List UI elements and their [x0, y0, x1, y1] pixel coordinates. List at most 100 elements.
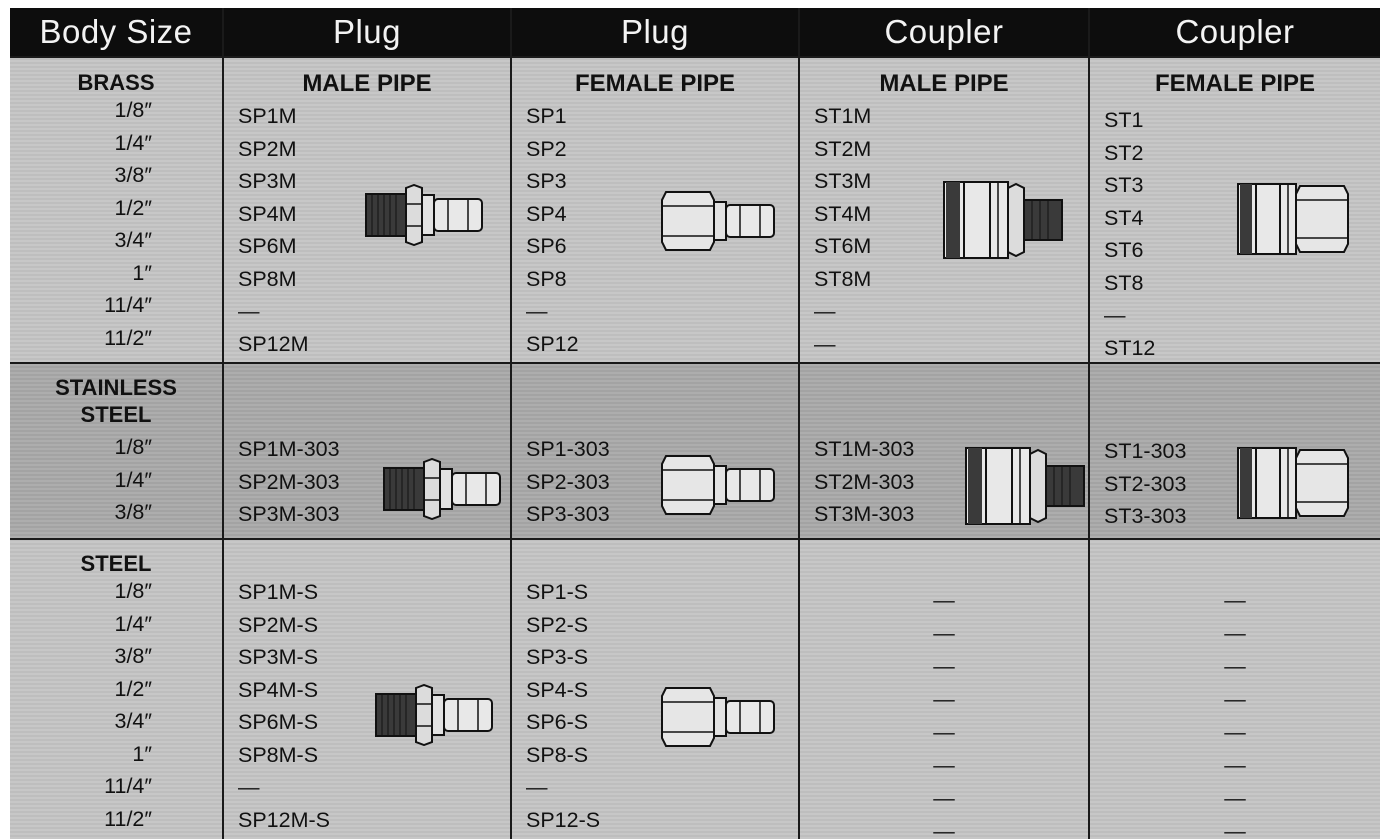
part-number: — — [933, 753, 955, 777]
steel-size-list: 1/8″ 1/4″ 3/8″ 1/2″ 3/4″ 1″ 11/4″ 11/2″ — [10, 575, 152, 835]
brass-size-list: 1/8″ 1/4″ 3/8″ 1/2″ 3/4″ 1″ 11/4″ 11/2″ — [10, 94, 152, 354]
part-number: — — [933, 621, 955, 645]
part-number: — — [933, 786, 955, 810]
brass-plug-female-parts: SP1 SP2 SP3 SP4 SP6 SP8 — SP12 — [526, 100, 579, 360]
steel-material-label: STEEL — [80, 551, 152, 576]
header-coupler-male-label: Coupler — [884, 13, 1004, 50]
steel-plug-male-parts: SP1M-S SP2M-S SP3M-S SP4M-S SP6M-S SP8M-… — [238, 576, 330, 836]
part-number: ST1M — [814, 104, 872, 128]
male-plug-icon — [365, 184, 483, 246]
stainless-coupler-male-cell: ST1M-303 ST2M-303 ST3M-303 — [800, 364, 1088, 538]
brass-plug-female-cell: FEMALE PIPE SP1 SP2 SP3 SP4 SP6 SP8 — SP… — [512, 58, 798, 362]
size-value: 1″ — [132, 741, 152, 766]
part-number: — — [1104, 303, 1126, 327]
brass-plug-male-parts: SP1M SP2M SP3M SP4M SP6M SP8M — SP12M — [238, 100, 309, 360]
part-number: — — [933, 687, 955, 711]
steel-coupler-female-cell: — — — — — — — — — [1090, 540, 1380, 839]
part-number: SP12M-S — [238, 807, 331, 832]
part-number: — — [814, 331, 836, 356]
female-coupler-icon — [1237, 183, 1349, 255]
part-number: ST3 — [1104, 173, 1144, 197]
size-value: 11/2″ — [104, 325, 152, 350]
part-number: — — [238, 775, 260, 799]
part-number: SP6 — [526, 234, 567, 258]
part-number: SP6M-S — [238, 710, 319, 734]
part-number: SP1M-S — [238, 580, 319, 604]
header-coupler-male: Coupler — [800, 8, 1088, 56]
part-number: ST1-303 — [1104, 439, 1187, 463]
size-value: 3/8″ — [114, 644, 153, 668]
header-body-size: Body Size — [10, 8, 222, 56]
part-number: — — [814, 299, 836, 323]
size-value: 1/2″ — [114, 195, 153, 220]
part-number: ST4M — [814, 201, 872, 226]
size-value: 11/2″ — [104, 806, 152, 831]
stainless-coupler-female-cell: ST1-303 ST2-303 ST3-303 — [1090, 364, 1380, 538]
part-number: — — [1224, 720, 1246, 744]
part-number: SP3M-303 — [238, 502, 340, 526]
female-plug-icon — [661, 455, 775, 515]
size-value: 3/4″ — [114, 709, 153, 733]
header-plug-female-label: Plug — [620, 13, 690, 50]
steel-coupler-female-parts: — — — — — — — — — [1090, 584, 1380, 839]
part-number: ST2 — [1104, 140, 1144, 165]
subheader-male-pipe: MALE PIPE — [879, 70, 1009, 97]
part-number: SP12 — [526, 331, 579, 356]
size-value: 1/4″ — [114, 467, 153, 492]
part-number: SP3M — [238, 169, 297, 193]
steel-size-cell: STEEL 1/8″ 1/4″ 3/8″ 1/2″ 3/4″ 1″ 11/4″ … — [10, 540, 222, 839]
header-plug-male: Plug — [224, 8, 510, 56]
size-value: 1/4″ — [114, 611, 153, 636]
size-value: 11/4″ — [104, 774, 152, 798]
female-plug-icon — [661, 687, 775, 747]
part-number: SP2M-303 — [238, 469, 340, 494]
part-number: SP1M-303 — [238, 437, 340, 461]
part-number: SP4 — [526, 201, 567, 226]
stainless-plug-female-parts: SP1-303 SP2-303 SP3-303 — [526, 433, 610, 531]
steel-plug-female-cell: SP1-S SP2-S SP3-S SP4-S SP6-S SP8-S — SP… — [512, 540, 798, 839]
part-number: SP4M-S — [238, 677, 319, 702]
part-number: ST3M — [814, 169, 872, 193]
part-number: ST2M-303 — [814, 469, 915, 494]
brass-coupler-male-parts: ST1M ST2M ST3M ST4M ST6M ST8M — — — [814, 100, 871, 360]
part-number: ST2M — [814, 136, 872, 161]
part-number: — — [526, 299, 548, 323]
part-number: ST12 — [1104, 335, 1156, 360]
part-number: SP12-S — [526, 807, 601, 832]
brass-coupler-female-cell: FEMALE PIPE ST1 ST2 ST3 ST4 ST6 ST8 — ST… — [1090, 58, 1380, 362]
steel-coupler-male-cell: — — — — — — — — — [800, 540, 1088, 839]
part-number: SP2 — [526, 136, 567, 161]
stainless-size-cell: STAINLESS STEEL 1/8″ 1/4″ 3/8″ — [10, 364, 222, 538]
part-number: — — [526, 775, 548, 799]
stainless-coupler-female-parts: ST1-303 ST2-303 ST3-303 — [1104, 435, 1186, 533]
part-number: ST8M — [814, 266, 872, 291]
part-number: SP3-303 — [526, 502, 610, 526]
steel-plug-male-cell: SP1M-S SP2M-S SP3M-S SP4M-S SP6M-S SP8M-… — [224, 540, 510, 839]
part-number: ST1M-303 — [814, 437, 915, 461]
header-plug-male-label: Plug — [332, 13, 402, 50]
size-value: 1/8″ — [114, 579, 153, 603]
stainless-plug-female-cell: SP1-303 SP2-303 SP3-303 — [512, 364, 798, 538]
part-number: — — [1224, 819, 1246, 839]
part-number: — — [1224, 687, 1246, 711]
part-number: SP8-S — [526, 742, 589, 767]
female-coupler-icon — [1237, 447, 1349, 519]
part-number: ST6 — [1104, 238, 1144, 262]
part-number: ST1 — [1104, 108, 1144, 132]
part-number: — — [1224, 588, 1246, 612]
part-number: — — [1224, 786, 1246, 810]
stainless-plug-male-parts: SP1M-303 SP2M-303 SP3M-303 — [238, 433, 340, 531]
header-plug-female: Plug — [512, 8, 798, 56]
part-number: SP2M — [238, 136, 297, 161]
male-plug-icon — [383, 458, 501, 520]
stainless-material-label: STAINLESS STEEL — [10, 374, 222, 428]
part-number: SP3M-S — [238, 645, 319, 669]
brass-size-cell: BRASS 1/8″ 1/4″ 3/8″ 1/2″ 3/4″ 1″ 11/4″ … — [10, 58, 222, 362]
size-value: 3/8″ — [114, 500, 153, 524]
header-body-size-label: Body Size — [39, 13, 193, 50]
part-number: — — [933, 654, 955, 678]
size-value: 1/8″ — [114, 435, 153, 459]
male-coupler-icon — [965, 447, 1085, 525]
size-value: 1″ — [132, 260, 152, 285]
brass-coupler-male-cell: MALE PIPE ST1M ST2M ST3M ST4M ST6M ST8M … — [800, 58, 1088, 362]
